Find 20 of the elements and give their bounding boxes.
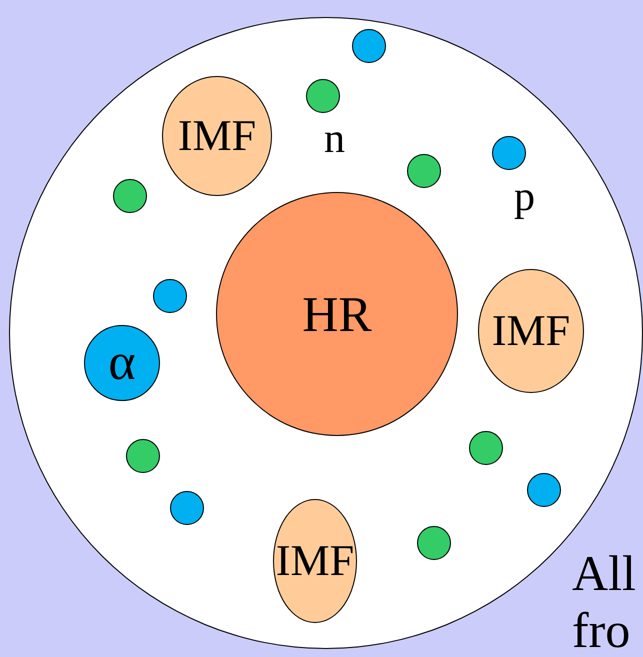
proton-dot <box>527 473 561 507</box>
neutron-dot <box>126 439 160 473</box>
neutron-dot <box>469 431 503 465</box>
node-label: HR <box>302 289 372 339</box>
node-label: IMF <box>178 114 256 158</box>
node-label: IMF <box>276 539 354 583</box>
proton-dot <box>492 136 526 170</box>
body-text: fro <box>572 605 630 655</box>
neutron-dot <box>417 526 451 560</box>
node-label: IMF <box>492 309 570 353</box>
neutron-dot <box>306 79 340 113</box>
proton-dot <box>352 29 386 63</box>
proton-dot <box>153 279 187 313</box>
neutron-dot <box>407 154 441 188</box>
particle-label: p <box>514 176 535 218</box>
node-label: α <box>108 337 136 389</box>
particle-label: n <box>324 118 345 160</box>
neutron-dot <box>113 179 147 213</box>
body-text: All <box>572 548 636 598</box>
proton-dot <box>170 491 204 525</box>
